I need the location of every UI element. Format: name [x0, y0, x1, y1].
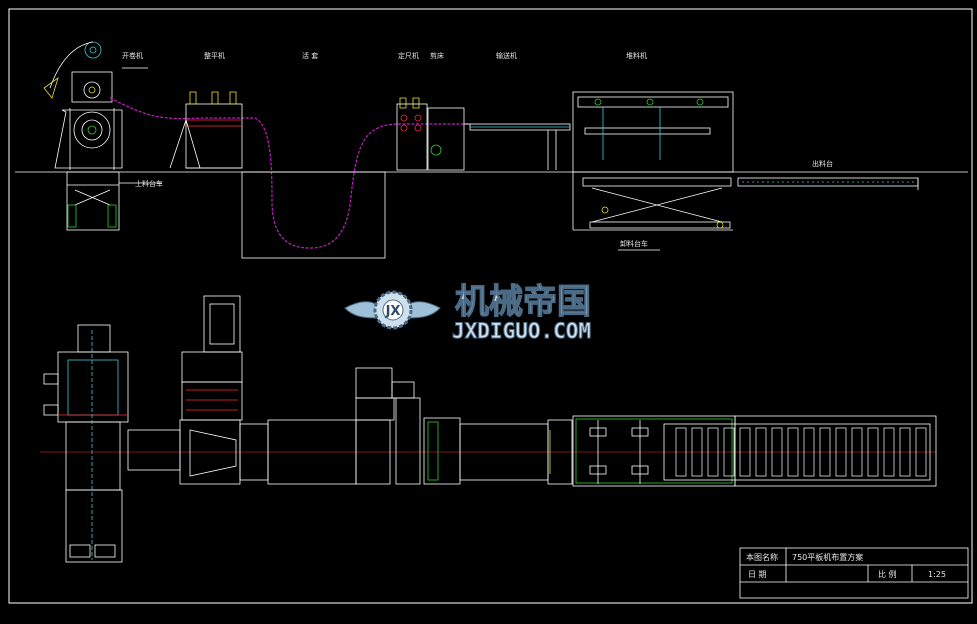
unload-table-plan: [663, 415, 937, 487]
stacker-plan: [572, 415, 736, 487]
roller: [819, 427, 831, 477]
roller: [835, 427, 847, 477]
roller: [851, 427, 863, 477]
unload-rollers: [675, 427, 927, 477]
label-feeder: 定尺机: [398, 51, 419, 60]
roller: [675, 427, 687, 477]
roller: [883, 427, 895, 477]
title-block: [739, 547, 969, 599]
label-stacker: 堆料机: [626, 51, 647, 60]
label-leveler: 整平机: [204, 51, 225, 60]
roller: [691, 427, 703, 477]
strip-path: [109, 97, 470, 249]
roller: [899, 427, 911, 477]
title-name-label: 本图名称: [746, 552, 778, 562]
label-shear: 剪床: [430, 51, 444, 60]
label-coil-car: 上料台车: [135, 179, 163, 188]
label-conveyor: 输送机: [496, 51, 517, 60]
label-loop-pit: 活 套: [302, 51, 318, 60]
roller: [915, 427, 927, 477]
roller: [867, 427, 879, 477]
wing-right-shape: [406, 301, 441, 319]
label-uncoiler: 开卷机: [122, 51, 143, 60]
label-unload-table: 出料台: [812, 159, 833, 168]
title-scale-label: 比 例: [878, 569, 897, 579]
elevation-view: [15, 41, 968, 259]
roller: [771, 427, 783, 477]
plan-view: [40, 295, 937, 563]
drawing-border: [8, 8, 973, 604]
conveyor-plan: [459, 419, 573, 485]
uncoiler-elevation: [43, 41, 162, 231]
watermark: JX 机械帝国 JXDIGUO.COM: [344, 281, 592, 344]
title-date-label: 日 期: [748, 570, 767, 579]
uncoiler-plan: [43, 324, 181, 563]
feeder-shear-elevation: [396, 97, 470, 171]
feeder-shear-plan: [355, 367, 461, 485]
watermark-cn: 机械帝国: [455, 282, 591, 322]
roller: [723, 427, 735, 477]
watermark-logo-letters: JX: [385, 304, 401, 319]
leveler-plan: [179, 295, 269, 485]
stacker-elevation: [572, 91, 734, 251]
loop-pit: [241, 171, 386, 259]
leveler-elevation: [169, 91, 243, 169]
title-scale-value: 1:25: [928, 570, 946, 579]
wing-left-shape: [344, 301, 379, 319]
roller: [803, 427, 815, 477]
conveyor-elevation: [469, 123, 571, 170]
roller: [739, 427, 751, 477]
roller: [755, 427, 767, 477]
roller: [707, 427, 719, 477]
roller: [787, 427, 799, 477]
label-lift-car: 卸料台车: [620, 239, 648, 248]
title-name-value: 750平板机布置方案: [792, 552, 863, 562]
unload-table-elevation: [737, 177, 919, 190]
watermark-en: JXDIGUO.COM: [452, 319, 591, 343]
